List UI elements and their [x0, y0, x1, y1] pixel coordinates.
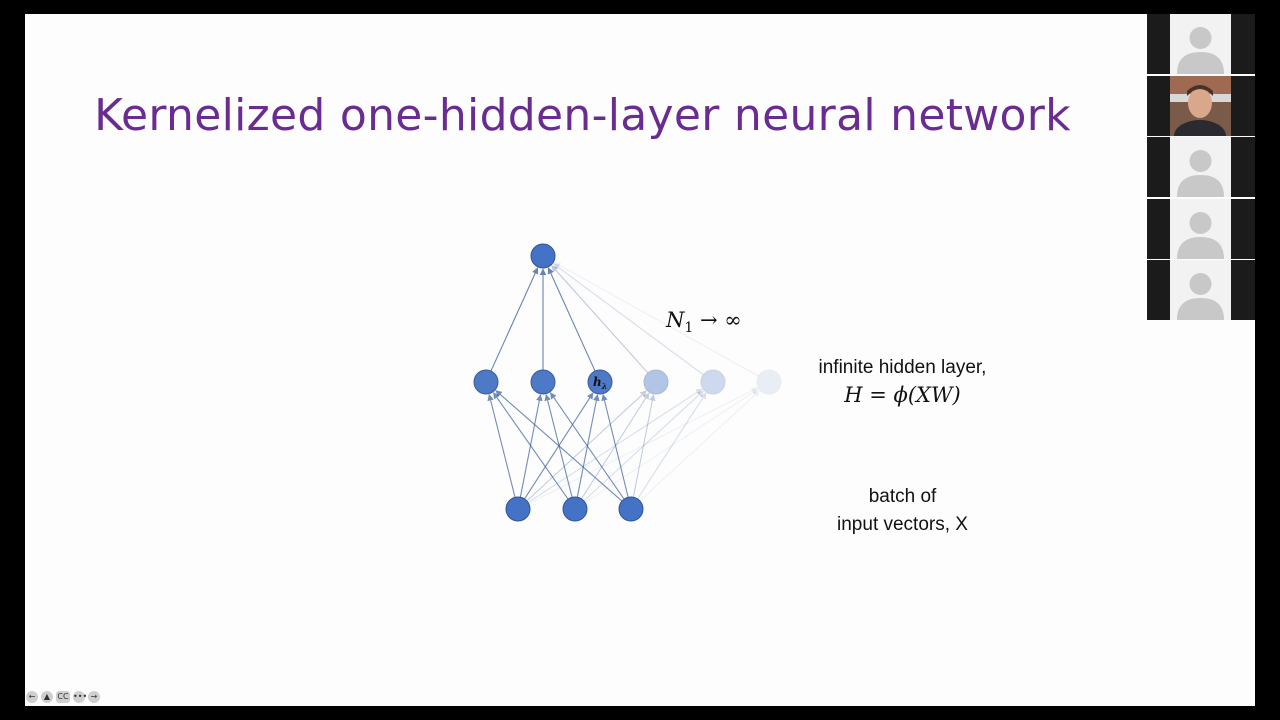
- input-to-hidden-edge: [637, 392, 707, 500]
- width-label-sub: 1: [684, 320, 694, 337]
- avatar-placeholder-icon: [1170, 14, 1231, 74]
- avatar-placeholder-icon: [1170, 260, 1231, 320]
- next-icon[interactable]: →: [88, 691, 100, 703]
- input-to-hidden-edge: [584, 388, 759, 503]
- hidden-to-output-edge: [551, 265, 649, 374]
- hidden-node: [473, 369, 499, 395]
- participant-tile[interactable]: [1147, 198, 1255, 259]
- participant-tile[interactable]: [1147, 260, 1255, 320]
- hidden-to-output-edge: [490, 267, 539, 372]
- hidden-layer-equation: H = ϕ(XW): [844, 383, 961, 407]
- input-to-hidden-edge: [487, 393, 516, 498]
- hidden-to-output-edge: [547, 267, 596, 372]
- input-node: [505, 496, 531, 522]
- input-to-hidden-edge: [583, 390, 704, 502]
- avatar-placeholder-icon: [1170, 137, 1231, 197]
- default-avatar-icon: [1177, 150, 1224, 197]
- participant-video: [1170, 75, 1231, 136]
- width-label: N1 → ∞: [666, 308, 742, 336]
- input-to-hidden-edge: [632, 394, 656, 498]
- input-to-hidden-edge: [526, 390, 647, 502]
- input-caption-line1: batch of: [868, 486, 937, 507]
- previous-icon[interactable]: ←: [26, 691, 38, 703]
- person-video-icon: [1170, 75, 1231, 136]
- width-label-var: N: [666, 308, 685, 332]
- hidden-node: [587, 369, 613, 395]
- network-diagram: hλ: [473, 243, 782, 522]
- network-edges: [487, 261, 760, 505]
- output-node: [530, 243, 556, 269]
- hidden-node: [530, 369, 556, 395]
- avatar-placeholder-icon: [1170, 198, 1231, 259]
- input-to-hidden-edge: [601, 393, 629, 498]
- network-nodes: [473, 243, 782, 522]
- hidden-to-output-edge: [553, 261, 759, 377]
- width-label-arrow: → ∞: [693, 308, 742, 332]
- input-to-hidden-edge: [580, 392, 650, 500]
- hidden-node-label-sub: λ: [601, 381, 608, 391]
- input-to-hidden-edge: [528, 387, 758, 505]
- slide: Kernelized one-hidden-layer neural netwo…: [25, 14, 1255, 706]
- input-to-hidden-edge: [639, 390, 760, 502]
- input-to-hidden-edge: [524, 392, 594, 500]
- hidden-node-label-var: h: [593, 375, 602, 389]
- input-caption: batch of input vectors, X: [785, 483, 1020, 539]
- input-node: [618, 496, 644, 522]
- input-to-hidden-edge: [576, 394, 600, 498]
- default-avatar-icon: [1177, 273, 1224, 320]
- hidden-layer-caption: infinite hidden layer, H = ϕ(XW): [785, 357, 1020, 407]
- input-caption-line2: input vectors, X: [837, 514, 968, 535]
- input-to-hidden-edge: [527, 388, 703, 503]
- more-icon[interactable]: •••: [73, 691, 88, 703]
- hidden-node: [700, 369, 726, 395]
- participant-video-strip[interactable]: [1147, 14, 1255, 321]
- default-avatar-icon: [1177, 27, 1224, 74]
- input-to-hidden-edge: [519, 394, 543, 498]
- participant-tile[interactable]: [1147, 137, 1255, 197]
- hidden-node-label: hλ: [593, 375, 607, 391]
- captions-icon[interactable]: CC: [56, 691, 70, 703]
- participant-tile[interactable]: [1147, 75, 1255, 136]
- hidden-node: [756, 369, 782, 395]
- hidden-caption-text: infinite hidden layer,: [818, 357, 987, 378]
- participant-tile[interactable]: [1147, 14, 1255, 74]
- input-node: [562, 496, 588, 522]
- slide-title: Kernelized one-hidden-layer neural netwo…: [94, 90, 1071, 141]
- default-avatar-icon: [1177, 211, 1224, 259]
- hidden-node: [643, 369, 669, 395]
- presentation-controls: ←▲CC•••→: [26, 691, 100, 704]
- hidden-to-output-edge: [552, 263, 704, 376]
- pointer-icon[interactable]: ▲: [41, 691, 53, 703]
